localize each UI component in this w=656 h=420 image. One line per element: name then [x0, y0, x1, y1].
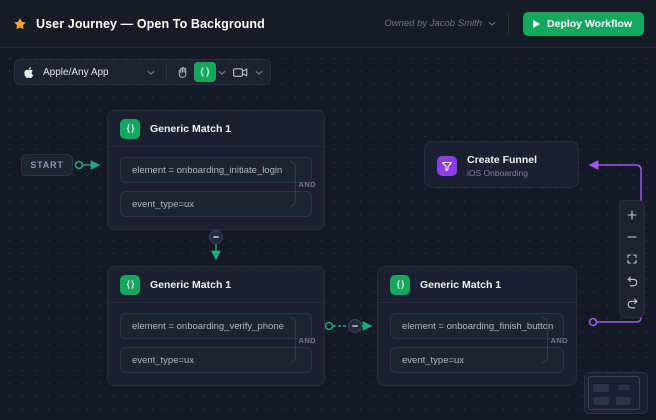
deploy-workflow-button[interactable]: Deploy Workflow [523, 11, 644, 36]
operator-bracket: AND [290, 161, 316, 207]
owner-label: Owned by Jacob Smith [384, 18, 483, 29]
minimap-node [618, 385, 630, 390]
node-header: Generic Match 1 [108, 111, 324, 147]
operator-label: AND [298, 179, 316, 189]
condition-row[interactable]: event_type=ux [120, 191, 312, 217]
canvas-toolbar: Apple/Any App [14, 59, 271, 85]
hand-icon[interactable] [172, 62, 194, 82]
workflow-canvas[interactable]: Apple/Any App [0, 48, 656, 420]
deploy-label: Deploy Workflow [547, 17, 632, 30]
operator-label: AND [550, 335, 568, 345]
code-braces-icon[interactable] [193, 62, 216, 82]
operator-bracket: AND [290, 317, 316, 363]
owner-dropdown[interactable]: Owned by Jacob Smith [384, 18, 496, 29]
node-header-text: Create Funnel iOS Onboarding [467, 154, 537, 178]
bracket-shape [542, 317, 548, 363]
node-header: Create Funnel iOS Onboarding [425, 142, 578, 189]
node-title: Generic Match 1 [150, 122, 232, 135]
minimap-viewport [588, 376, 640, 410]
condition-row[interactable]: element = onboarding_finish_button [390, 313, 564, 339]
code-braces-icon [120, 274, 140, 295]
app-selector[interactable]: Apple/Any App [19, 62, 161, 82]
condition-row[interactable]: event_type=ux [120, 347, 312, 373]
node-body: element = onboarding_finish_button event… [378, 303, 576, 385]
node-header-text: Generic Match 1 [150, 123, 231, 135]
node-title: Generic Match 1 [150, 278, 232, 291]
toolbar-divider [165, 64, 167, 80]
minus-icon[interactable] [621, 227, 643, 247]
node-subtitle: iOS Onboarding [467, 167, 528, 178]
start-node[interactable]: START [21, 154, 73, 176]
redo-icon[interactable] [621, 293, 643, 313]
star-icon[interactable] [13, 17, 27, 31]
node-generic-match-1[interactable]: Generic Match 1 element = onboarding_ini… [107, 110, 325, 230]
node-body: element = onboarding_initiate_login even… [108, 147, 324, 229]
header-divider [508, 12, 510, 35]
node-title: Create Funnel [467, 153, 538, 166]
node-create-funnel[interactable]: Create Funnel iOS Onboarding [424, 141, 579, 188]
minimap-node [593, 384, 609, 392]
code-braces-icon [120, 118, 140, 139]
chevron-down-icon [488, 21, 496, 26]
node-header: Generic Match 1 [378, 267, 576, 303]
chevron-down-icon [147, 70, 155, 75]
condition-row[interactable]: event_type=ux [390, 347, 564, 373]
node-header: Generic Match 1 [108, 267, 324, 303]
minimap-node [593, 397, 609, 405]
video-camera-icon[interactable] [229, 62, 253, 82]
undo-icon[interactable] [621, 271, 643, 291]
bracket-shape [290, 317, 296, 363]
canvas-controls [619, 200, 645, 318]
apple-icon [24, 66, 35, 79]
start-label: START [30, 160, 64, 170]
node-header-text: Generic Match 1 [420, 279, 501, 291]
app-header: User Journey — Open To Background Owned … [0, 0, 656, 48]
plus-icon[interactable] [621, 205, 643, 225]
chevron-down-icon[interactable] [216, 62, 229, 82]
edge-remove-button[interactable] [348, 319, 362, 333]
app-name-label: Apple/Any App [43, 66, 109, 78]
funnel-icon [437, 155, 457, 176]
minus-icon [213, 236, 219, 238]
operator-label: AND [298, 335, 316, 345]
bracket-shape [290, 161, 296, 207]
code-braces-icon [390, 274, 410, 295]
edge-remove-button[interactable] [209, 230, 223, 244]
page-title: User Journey — Open To Background [36, 16, 265, 31]
condition-row[interactable]: element = onboarding_initiate_login [120, 157, 312, 183]
node-generic-match-2[interactable]: Generic Match 1 element = onboarding_ver… [107, 266, 325, 386]
header-right: Owned by Jacob Smith Deploy Workflow [384, 11, 656, 36]
header-left: User Journey — Open To Background [0, 17, 265, 31]
node-title: Generic Match 1 [420, 278, 502, 291]
minimap[interactable] [584, 372, 648, 414]
node-header-text: Generic Match 1 [150, 279, 231, 291]
node-generic-match-3[interactable]: Generic Match 1 element = onboarding_fin… [377, 266, 577, 386]
minimap-node [616, 397, 631, 405]
condition-row[interactable]: element = onboarding_verify_phone [120, 313, 312, 339]
node-body: element = onboarding_verify_phone event_… [108, 303, 324, 385]
fit-screen-icon[interactable] [621, 249, 643, 269]
play-icon [533, 19, 541, 28]
chevron-down-icon[interactable] [253, 62, 266, 82]
minus-icon [352, 325, 358, 327]
operator-bracket: AND [542, 317, 568, 363]
